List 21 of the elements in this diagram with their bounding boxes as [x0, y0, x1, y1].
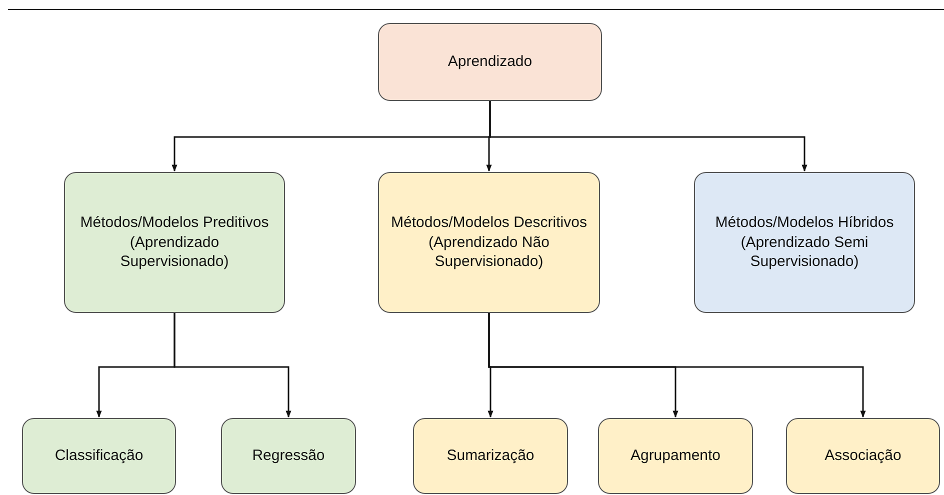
box-label: Sumarização — [446, 446, 534, 466]
box-label: Métodos/Modelos Preditivos (Aprendizado Supervisionado) — [79, 213, 270, 272]
box-label: Regressão — [252, 446, 325, 466]
box-label: Métodos/Modelos Descritivos (Aprendizado Não Supervisionado) — [390, 213, 588, 272]
arrow — [174, 313, 292, 418]
process-box — [694, 172, 915, 313]
process-box — [598, 418, 753, 494]
process-box — [22, 418, 176, 494]
box-label: Agrupamento — [630, 446, 721, 466]
process-box — [221, 418, 356, 494]
process-box — [378, 23, 602, 101]
process-box — [64, 172, 285, 313]
process-box — [413, 418, 568, 494]
box-label: Associação — [824, 446, 902, 466]
process-box — [786, 418, 940, 494]
arrow — [489, 101, 808, 172]
arrow — [488, 313, 866, 418]
box-label: Aprendizado — [448, 52, 532, 72]
process-box — [378, 172, 600, 313]
box-label: Métodos/Modelos Híbridos (Aprendizado Semi Supervisionado) — [714, 213, 895, 272]
box-label: Classificação — [54, 446, 144, 466]
